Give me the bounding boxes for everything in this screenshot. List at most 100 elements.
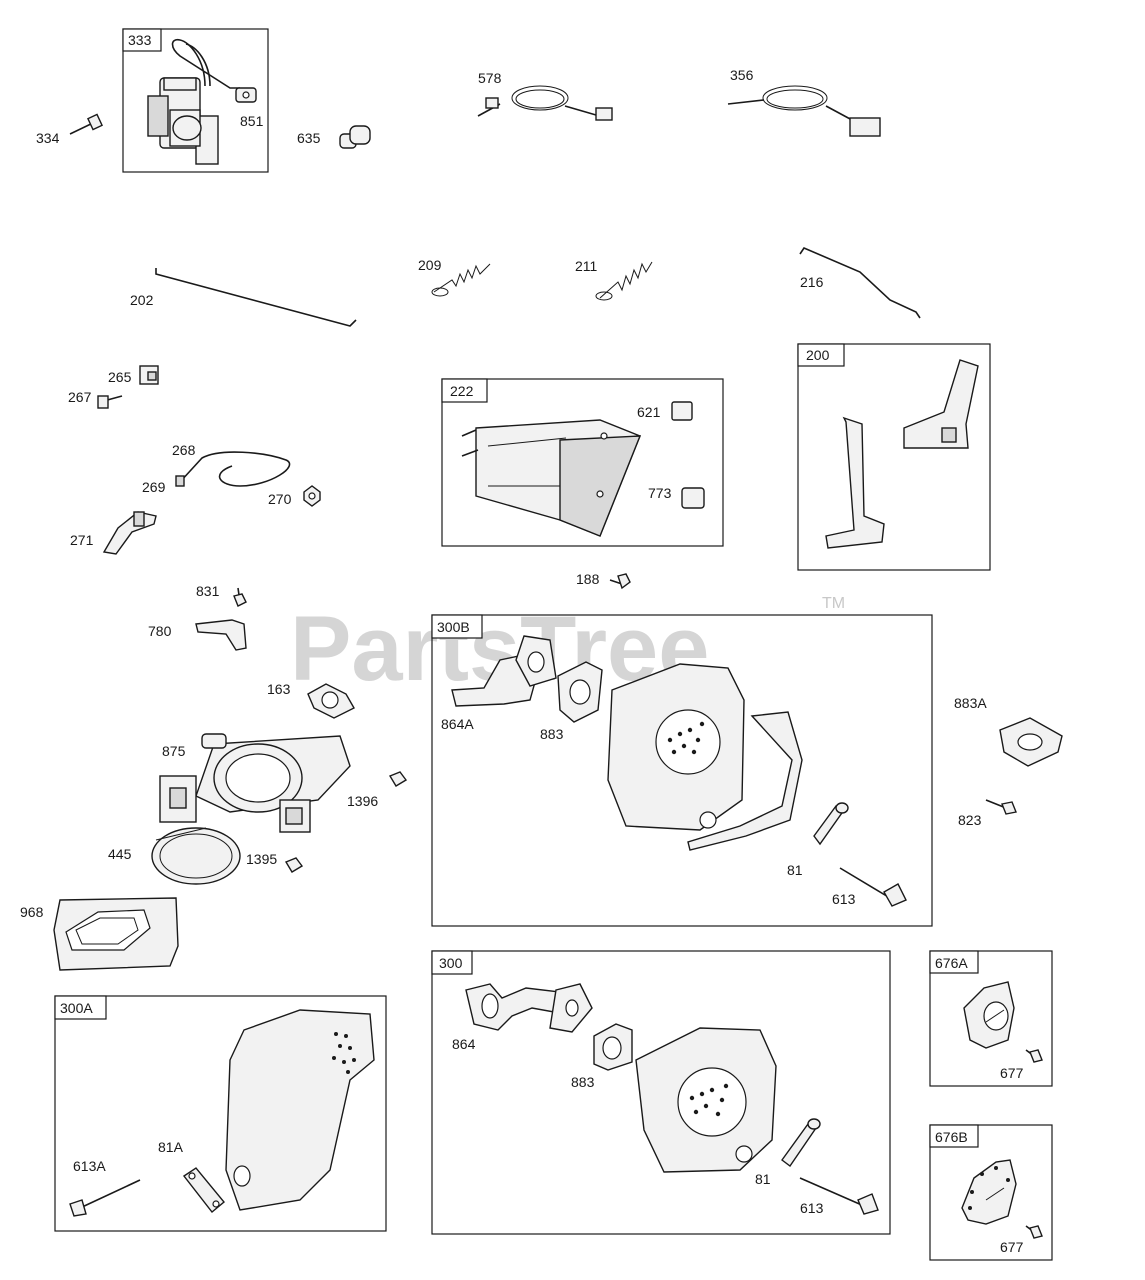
plate-780-drawing (195, 619, 247, 651)
assembly-box-333[interactable]: 333 (122, 28, 269, 173)
callout-334[interactable]: 334 (36, 130, 60, 146)
watermark-trademark: TM (822, 595, 845, 612)
screw-677-a-drawing (1025, 1049, 1043, 1063)
cable-268-drawing (175, 451, 291, 487)
callout-188[interactable]: 188 (576, 571, 600, 587)
assembly-box-222[interactable]: 222 (441, 378, 724, 547)
assembly-box-676B[interactable]: 676B (929, 1124, 1053, 1261)
screw-1395-drawing (284, 857, 304, 873)
callout-677-assembly-676A[interactable]: 677 (1000, 1065, 1024, 1081)
bracket-81A-drawing (182, 1167, 225, 1214)
screw-334-drawing (69, 113, 103, 135)
callout-677-assembly-676B[interactable]: 677 (1000, 1239, 1024, 1255)
spark-boot-635-drawing (339, 125, 371, 149)
assembly-label-222: 222 (450, 383, 474, 399)
callout-209[interactable]: 209 (418, 257, 442, 273)
callout-265[interactable]: 265 (108, 369, 132, 385)
gasket-883-c-drawing (593, 1023, 633, 1071)
exhaust-pipe-864-drawing (465, 983, 593, 1033)
wire-harness-578-drawing (477, 85, 613, 121)
callout-864[interactable]: 864 (452, 1036, 476, 1052)
callout-356[interactable]: 356 (730, 67, 754, 83)
assembly-label-200: 200 (806, 347, 830, 363)
callout-81A[interactable]: 81A (158, 1139, 184, 1155)
clip-773-drawing (681, 487, 705, 509)
bolt-613-b-drawing (839, 867, 907, 907)
callout-883-muffler-300B[interactable]: 883 (540, 726, 564, 742)
callout-270[interactable]: 270 (268, 491, 292, 507)
link-rod-202-drawing (155, 268, 357, 327)
callout-269[interactable]: 269 (142, 479, 166, 495)
ignition-coil-drawing (147, 38, 240, 165)
assembly-label-676A: 676A (935, 955, 968, 971)
callout-780[interactable]: 780 (148, 623, 172, 639)
bolt-613-c-drawing (799, 1177, 879, 1215)
spark-arrestor-676A-drawing (963, 981, 1015, 1049)
callout-635[interactable]: 635 (297, 130, 321, 146)
exhaust-elbow-864A-drawing (451, 635, 557, 707)
bracket-81-c-drawing (781, 1118, 821, 1167)
air-cleaner-base-875-drawing (159, 733, 351, 833)
callout-211[interactable]: 211 (575, 258, 598, 274)
callout-831[interactable]: 831 (196, 583, 220, 599)
callout-864A[interactable]: 864A (441, 716, 474, 732)
air-filter-445-drawing (151, 827, 241, 885)
callout-1396[interactable]: 1396 (347, 793, 378, 809)
callout-271[interactable]: 271 (70, 532, 94, 548)
callout-216[interactable]: 216 (800, 274, 824, 290)
bolt-188-drawing (609, 573, 631, 590)
screw-831-drawing (233, 587, 247, 607)
screw-823-drawing (985, 799, 1017, 815)
callout-445[interactable]: 445 (108, 846, 132, 862)
callout-613A[interactable]: 613A (73, 1158, 106, 1174)
muffler-300B-drawing (607, 663, 745, 831)
callout-968[interactable]: 968 (20, 904, 44, 920)
screw-677-b-drawing (1025, 1225, 1043, 1239)
callout-81-muffler-300B[interactable]: 81 (787, 862, 803, 878)
callout-268[interactable]: 268 (172, 442, 196, 458)
assembly-box-300A[interactable]: 300A (54, 995, 387, 1232)
assembly-label-676B: 676B (935, 1129, 968, 1145)
callout-267[interactable]: 267 (68, 389, 92, 405)
callout-773[interactable]: 773 (648, 485, 672, 501)
bracket-271-drawing (102, 511, 157, 555)
gasket-883A-drawing (999, 717, 1063, 767)
assembly-box-200[interactable]: 200 (797, 343, 991, 571)
callout-202[interactable]: 202 (130, 292, 154, 308)
assembly-label-300B: 300B (437, 619, 470, 635)
assembly-box-676A[interactable]: 676A (929, 950, 1053, 1087)
cover-968-drawing (53, 897, 179, 971)
assembly-box-300B[interactable]: 300B (431, 614, 933, 927)
rod-216-drawing (799, 247, 921, 319)
callout-1395[interactable]: 1395 (246, 851, 277, 867)
callout-81-muffler-300[interactable]: 81 (755, 1171, 771, 1187)
wire-356-drawing (727, 85, 881, 137)
assembly-box-300[interactable]: 300 (431, 950, 891, 1235)
spark-arrestor-676B-drawing (961, 1159, 1017, 1225)
clip-621-drawing (671, 401, 693, 421)
callout-851[interactable]: 851 (240, 113, 264, 129)
spring-211-drawing (595, 261, 653, 301)
callout-621[interactable]: 621 (637, 404, 661, 420)
assembly-label-333: 333 (128, 32, 152, 48)
callout-613-muffler-300B[interactable]: 613 (832, 891, 856, 907)
callout-883-muffler-300[interactable]: 883 (571, 1074, 595, 1090)
bracket-200-drawing (825, 359, 979, 549)
callout-875[interactable]: 875 (162, 743, 186, 759)
bolt-613A-drawing (69, 1179, 141, 1217)
callout-823[interactable]: 823 (958, 812, 982, 828)
callout-613-muffler-300[interactable]: 613 (800, 1200, 824, 1216)
terminal-851-drawing (235, 87, 257, 103)
callout-883A[interactable]: 883A (954, 695, 987, 711)
callout-163[interactable]: 163 (267, 681, 291, 697)
spring-209-drawing (431, 263, 491, 297)
heat-shield-300B-drawing (687, 711, 803, 851)
callout-578[interactable]: 578 (478, 70, 502, 86)
assembly-label-300A: 300A (60, 1000, 93, 1016)
gasket-883-b-drawing (557, 661, 603, 723)
control-bracket-222-drawing (461, 419, 642, 537)
callout-labels: 334 851 635 578 356 202 209 211 216 265 … (20, 67, 1024, 1255)
muffler-300A-drawing (225, 1009, 375, 1211)
muffler-300-drawing (635, 1027, 777, 1173)
